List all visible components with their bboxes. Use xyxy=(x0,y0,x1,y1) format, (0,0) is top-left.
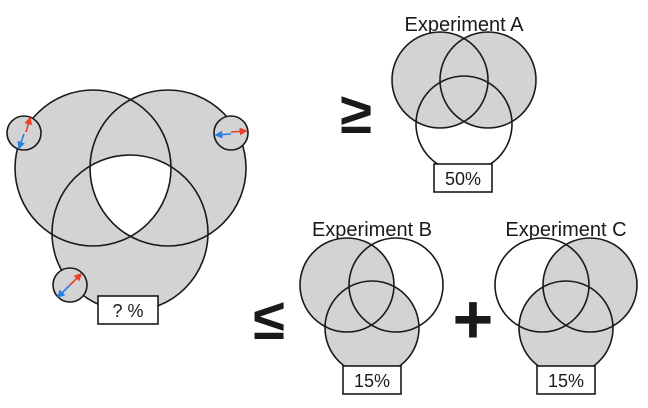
experiment-c-circle-2 xyxy=(542,237,638,333)
experiment-c-percent-box xyxy=(536,365,596,395)
experiment-a-percent: 50% xyxy=(445,169,481,189)
diagonal-double-arrow-icon xyxy=(52,267,88,303)
experiment-b-venn: Experiment B 15% xyxy=(299,219,444,395)
experiment-a-title: Experiment A xyxy=(405,14,525,36)
experiment-c-venn: Experiment C 15% xyxy=(494,219,638,395)
geq-symbol: ≥ xyxy=(340,81,372,146)
main-venn-circle-1 xyxy=(14,89,172,247)
experiment-c-percent: 15% xyxy=(548,371,584,391)
main-percent-box xyxy=(97,295,159,325)
main-venn: ? % xyxy=(6,89,249,325)
main-percent-label: ? % xyxy=(112,301,143,321)
experiment-a-circle-1 xyxy=(391,31,489,129)
experiment-c-title: Experiment C xyxy=(505,219,626,241)
experiment-b-title: Experiment B xyxy=(312,219,432,241)
plus-symbol: + xyxy=(453,280,494,358)
experiment-b-percent-box xyxy=(342,365,402,395)
horizontal-double-arrow-icon xyxy=(213,115,249,151)
experiment-b-percent: 15% xyxy=(354,371,390,391)
leq-symbol: ≤ xyxy=(253,287,285,352)
experiment-a-percent-box xyxy=(433,163,493,193)
experiment-b-circle-2 xyxy=(348,237,444,333)
experiment-a-venn: Experiment A 50% xyxy=(391,14,537,193)
experiment-a-circle-2 xyxy=(439,31,537,129)
experiment-b-circle-1 xyxy=(299,237,395,333)
vertical-double-arrow-icon xyxy=(6,115,42,151)
experiment-c-circle-1 xyxy=(494,237,590,333)
main-venn-circle-2 xyxy=(89,89,247,247)
